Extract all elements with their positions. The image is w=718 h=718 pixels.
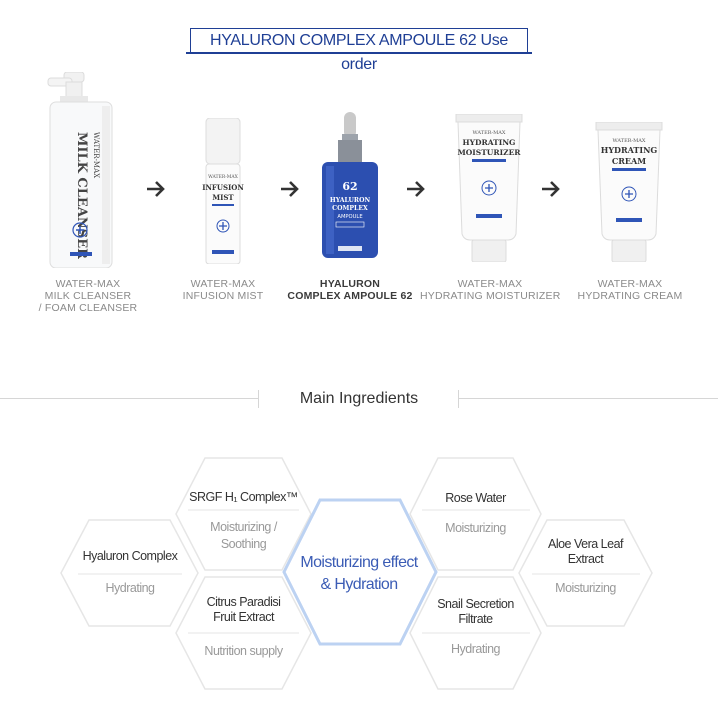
svg-text:HYALURON: HYALURON — [330, 197, 371, 204]
ingredient-name: Hyaluron Complex — [82, 549, 178, 563]
svg-text:HYDRATING: HYDRATING — [601, 145, 658, 155]
ingredient-name: Snail Secretion Filtrate — [437, 597, 514, 626]
section-divider-tick-right — [458, 390, 459, 408]
ingredient-benefit: Moisturizing — [555, 581, 616, 595]
svg-text:WATER-MAX: WATER-MAX — [208, 174, 238, 180]
arrow-right-icon — [147, 181, 165, 197]
arrow-right-icon — [407, 181, 425, 197]
svg-text:CREAM: CREAM — [612, 156, 646, 166]
ingredient-name: SRGF H₁ Complex™ — [189, 490, 298, 504]
ingredient-benefit: Moisturizing / Soothing — [210, 520, 277, 551]
product-label-ampoule: HYALURON COMPLEX AMPOULE 62 — [287, 278, 413, 302]
center-effect-line: & Hydration — [320, 576, 399, 593]
ingredient-benefit: Moisturizing — [445, 521, 506, 535]
use-order-header: HYALURON COMPLEX AMPOULE 62 Use order — [186, 28, 532, 73]
hexagon-outline — [175, 457, 312, 571]
ingredient-name: Citrus Paradisi Fruit Extract — [206, 595, 281, 624]
product-cream-image: WATER-MAX HYDRATING CREAM — [594, 122, 664, 262]
use-order-title: HYALURON COMPLEX AMPOULE 62 Use order — [190, 28, 528, 73]
hexagon-outline — [175, 576, 312, 690]
product-label-milk-cleanser: WATER-MAX MILK CLEANSER / FOAM CLEANSER — [38, 278, 138, 314]
ingredient-name: Rose Water — [445, 491, 506, 505]
arrow-right-icon — [281, 181, 299, 197]
arrow-right-icon — [542, 181, 560, 197]
svg-text:MOISTURIZER: MOISTURIZER — [457, 148, 521, 157]
svg-text:AMPOULE: AMPOULE — [337, 214, 362, 220]
section-divider-tick-left — [258, 390, 259, 408]
hexagon-outline — [518, 519, 653, 627]
center-hexagon-outline — [282, 498, 438, 646]
product-ampoule-image: 62 HYALURON COMPLEX AMPOULE — [320, 112, 380, 258]
ingredient-benefit: Nutrition supply — [204, 644, 283, 658]
title-underline — [186, 52, 532, 54]
ingredient-benefit: Hydrating — [105, 581, 156, 595]
section-divider-right — [458, 398, 718, 399]
section-divider-left — [0, 398, 258, 399]
svg-text:MILK CLEANSER: MILK CLEANSER — [74, 132, 89, 259]
svg-text:WATER-MAX: WATER-MAX — [613, 138, 646, 144]
product-milk-cleanser-image: WATER-MAX MILK CLEANSER — [38, 72, 128, 268]
svg-text:INFUSION: INFUSION — [202, 183, 244, 192]
ingredient-benefit: Hydrating — [451, 642, 501, 656]
center-effect-line: Moisturizing effect — [300, 554, 418, 571]
hexagon-outline — [409, 457, 542, 571]
ingredient-name: Aloe Vera Leaf Extract — [547, 537, 624, 566]
product-infusion-mist-image: WATER-MAX INFUSION MIST — [200, 118, 246, 264]
main-ingredients-title: Main Ingredients — [299, 390, 419, 407]
svg-text:COMPLEX: COMPLEX — [332, 205, 368, 212]
svg-text:WATER-MAX: WATER-MAX — [92, 132, 100, 178]
product-label-cream: WATER-MAX HYDRATING CREAM — [577, 278, 683, 302]
svg-text:62: 62 — [342, 180, 357, 193]
hexagon-outline — [60, 519, 199, 627]
product-label-infusion-mist: WATER-MAX INFUSION MIST — [182, 278, 264, 302]
svg-text:HYDRATING: HYDRATING — [463, 138, 516, 147]
product-label-moisturizer: WATER-MAX HYDRATING MOISTURIZER — [420, 278, 561, 302]
product-moisturizer-image: WATER-MAX HYDRATING MOISTURIZER — [454, 114, 524, 262]
center-effect-text: Moisturizing effect & Hydration — [284, 552, 434, 596]
svg-text:MIST: MIST — [212, 193, 234, 202]
hexagon-outline — [409, 576, 542, 690]
svg-text:WATER-MAX: WATER-MAX — [473, 130, 506, 136]
